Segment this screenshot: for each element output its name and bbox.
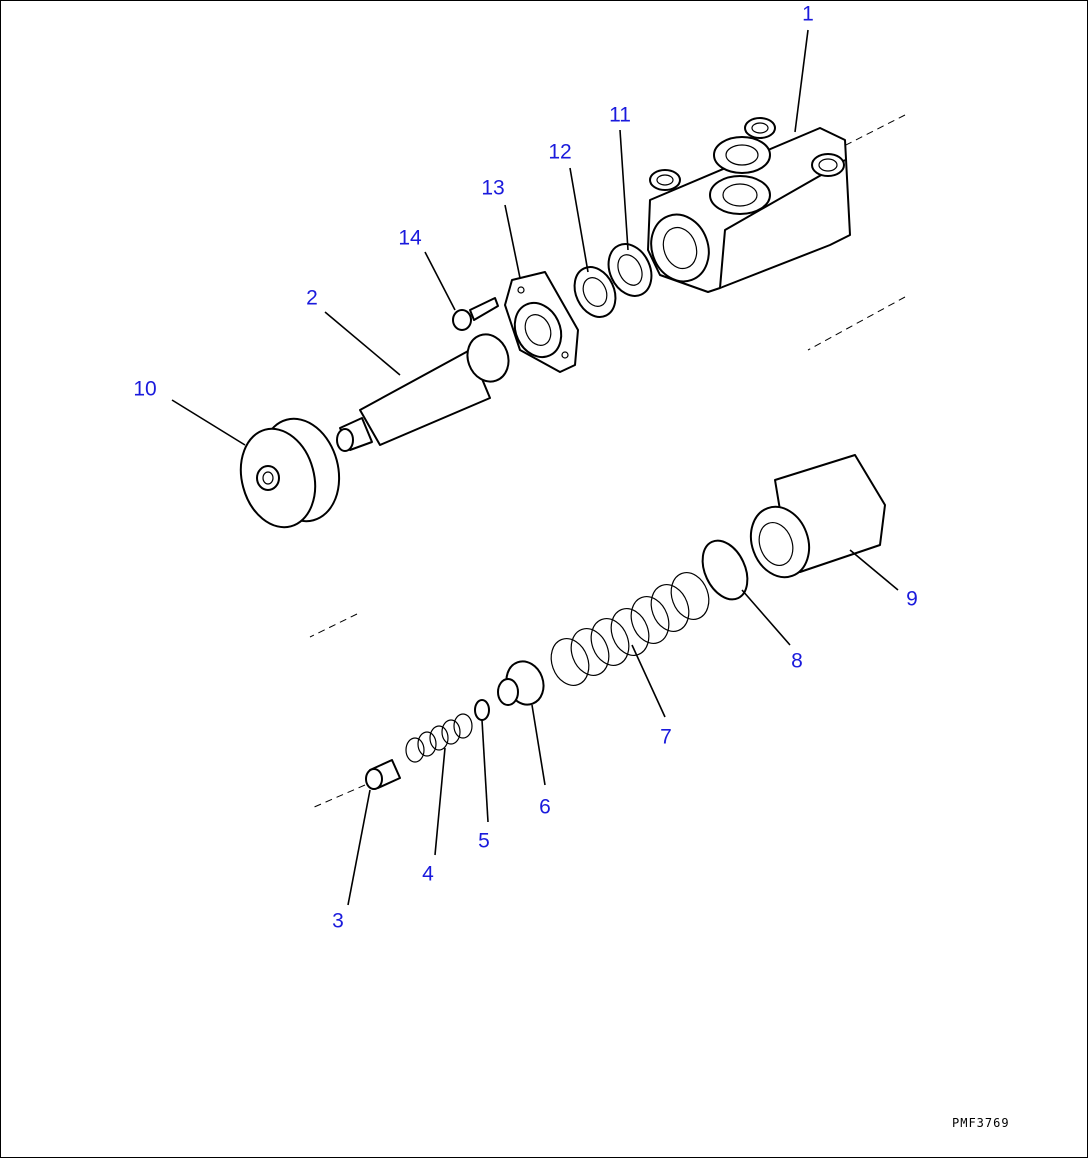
plug-part	[749, 454, 886, 579]
seal-ring-12-part	[573, 266, 617, 318]
o-ring-part	[701, 539, 749, 601]
callout-12: 12	[548, 141, 571, 164]
callout-1: 1	[802, 3, 814, 26]
piston-part	[365, 759, 401, 790]
axis-line-mid-left	[309, 613, 358, 638]
leader-lines	[171, 29, 899, 906]
cap-part	[239, 417, 341, 529]
axis-line-mid-right	[807, 296, 906, 351]
small-spring-part	[405, 713, 473, 763]
spring-seat-part	[497, 660, 545, 706]
callout-14: 14	[398, 227, 422, 250]
callout-11: 11	[609, 104, 631, 127]
valve-body-part	[647, 117, 851, 293]
callout-2: 2	[306, 287, 318, 310]
flange-plate-part	[504, 271, 579, 373]
callout-9: 9	[906, 588, 918, 611]
callout-5: 5	[478, 830, 490, 853]
large-spring-part	[550, 572, 710, 686]
callout-3: 3	[332, 910, 344, 933]
callout-6: 6	[539, 796, 551, 819]
callout-10: 10	[133, 378, 156, 401]
drawing-code: PMF3769	[952, 1116, 1010, 1130]
bolt-part	[452, 297, 499, 331]
callout-4: 4	[422, 863, 434, 886]
callout-13: 13	[481, 177, 504, 200]
axis-line-lower-left	[311, 784, 366, 809]
small-ring-part	[474, 699, 490, 721]
seal-ring-11-part	[607, 243, 653, 297]
axis-line-upper-right	[839, 114, 906, 149]
callout-7: 7	[660, 726, 672, 749]
callout-8: 8	[791, 650, 803, 673]
spool-part	[336, 333, 510, 452]
